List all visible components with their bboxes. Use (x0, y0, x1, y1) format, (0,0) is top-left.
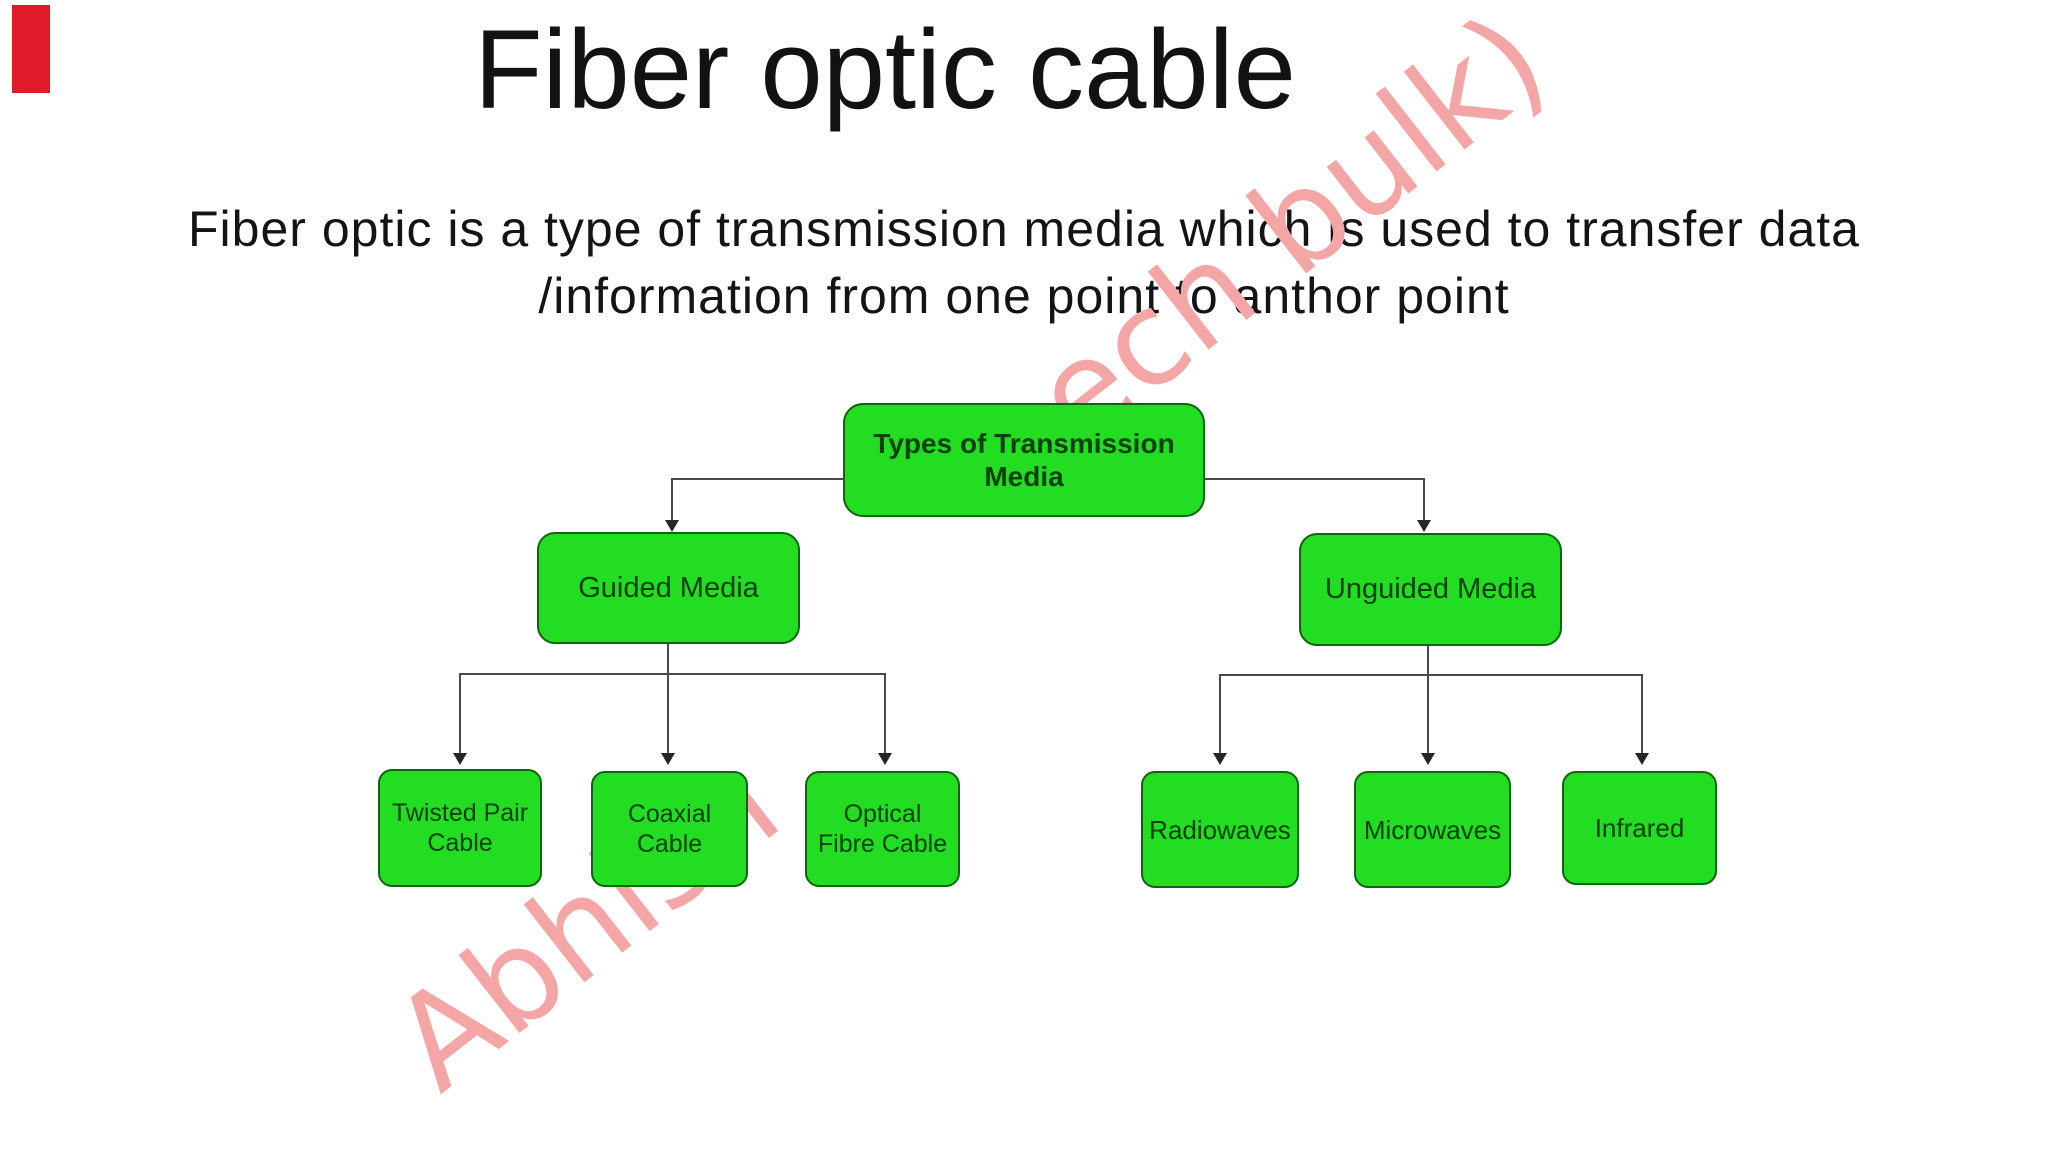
connector-line (1219, 674, 1221, 754)
node-twisted-pair-cable: Twisted Pair Cable (378, 769, 542, 887)
arrow-down-icon (878, 753, 892, 765)
connector-line (667, 644, 669, 674)
node-types-of-transmission-media: Types of Transmission Media (843, 403, 1205, 517)
arrow-down-icon (1635, 753, 1649, 765)
connector-line (459, 673, 886, 675)
slide-title: Fiber optic cable (474, 7, 1296, 132)
node-microwaves: Microwaves (1354, 771, 1511, 888)
slide-subtitle: Fiber optic is a type of transmission me… (188, 201, 1860, 324)
arrow-down-icon (1421, 753, 1435, 765)
connector-line (884, 673, 886, 754)
connector-line (1423, 478, 1425, 522)
connector-line (1219, 674, 1643, 676)
connector-line (1427, 646, 1429, 675)
arrow-down-icon (453, 753, 467, 765)
red-corner-bar (12, 5, 50, 93)
connector-line (1641, 674, 1643, 754)
node-unguided-media: Unguided Media (1299, 533, 1562, 646)
node-guided-media: Guided Media (537, 532, 800, 644)
node-coaxial-cable: Coaxial Cable (591, 771, 748, 887)
arrow-down-icon (661, 753, 675, 765)
node-radiowaves: Radiowaves (1141, 771, 1299, 888)
connector-line (671, 478, 843, 480)
connector-line (459, 673, 461, 754)
node-optical-fibre-cable: Optical Fibre Cable (805, 771, 960, 887)
arrow-down-icon (1417, 520, 1431, 532)
connector-line (1427, 674, 1429, 754)
arrow-down-icon (1213, 753, 1227, 765)
connector-line (667, 673, 669, 754)
connector-line (1205, 478, 1425, 480)
arrow-down-icon (665, 520, 679, 532)
connector-line (671, 478, 673, 522)
node-infrared: Infrared (1562, 771, 1717, 885)
